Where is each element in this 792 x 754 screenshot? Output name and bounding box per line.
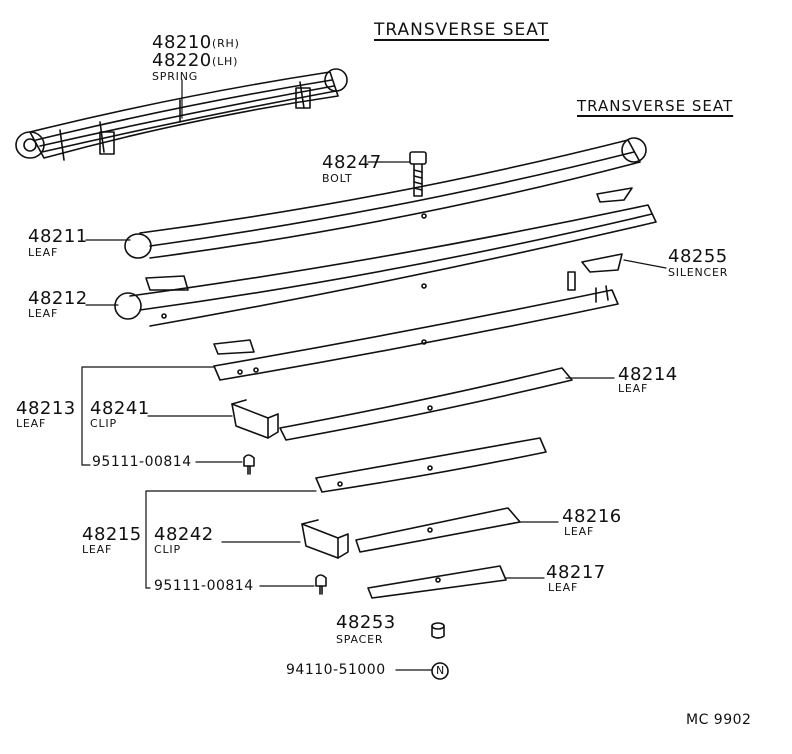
part-name-clip-48241: CLIP	[90, 417, 117, 430]
part-name-leaf-48217: LEAF	[548, 581, 579, 594]
spring-lh-number: 48220	[152, 50, 212, 71]
part-number-48242: 48242	[154, 524, 214, 545]
part-number-48217: 48217	[546, 562, 606, 583]
leaf-48217-icon	[367, 565, 507, 599]
bolt-icon	[409, 151, 427, 197]
leaf-48213-icon	[213, 271, 619, 381]
spring-lh-tag: (LH)	[212, 55, 239, 68]
leader-lines	[81, 79, 667, 671]
leaf-48215-icon	[315, 437, 547, 493]
diagram-code: MC 9902	[686, 712, 752, 728]
leaf-48216-icon	[355, 507, 521, 553]
spring-assembly-icon	[15, 68, 348, 161]
part-number-rivet-2: 95111-00814	[154, 578, 254, 594]
part-name-spacer: SPACER	[336, 633, 384, 646]
part-number-48255: 48255	[668, 246, 728, 267]
part-number-48211: 48211	[28, 226, 88, 247]
part-name-leaf-48213: LEAF	[16, 417, 47, 430]
spring-rh-number: 48210	[152, 32, 212, 53]
part-name-leaf-48215: LEAF	[82, 543, 113, 556]
part-name-bolt: BOLT	[322, 172, 353, 185]
part-number-48214: 48214	[618, 364, 678, 385]
part-name-silencer: SILENCER	[668, 266, 729, 279]
nut-symbol-circle	[431, 662, 449, 680]
clip-48241-icon	[231, 399, 279, 439]
transverse-seat-subheader: TRANSVERSE SEAT	[577, 97, 734, 115]
part-number-nut: 94110-51000	[286, 662, 386, 678]
part-number-48213: 48213	[16, 398, 76, 419]
part-number-48247: 48247	[322, 152, 382, 173]
rivet-icon	[243, 454, 327, 595]
silencer-pad-icon	[145, 187, 633, 355]
part-number-48253: 48253	[336, 612, 396, 633]
part-number-48216: 48216	[562, 506, 622, 527]
spacer-icon	[431, 622, 445, 639]
part-number-48212: 48212	[28, 288, 88, 309]
leaf-48211-icon	[124, 137, 647, 259]
clip-48242-icon	[301, 519, 349, 559]
leaf-48214-icon	[279, 367, 573, 441]
part-name-leaf-48212: LEAF	[28, 307, 59, 320]
part-number-rivet-1: 95111-00814	[92, 454, 192, 470]
nut-symbol-letter: N	[436, 664, 445, 677]
part-name-leaf-48211: LEAF	[28, 246, 59, 259]
part-number-48215: 48215	[82, 524, 142, 545]
spring-rh-tag: (RH)	[212, 37, 240, 50]
part-number-48241: 48241	[90, 398, 150, 419]
part-name-leaf-48216: LEAF	[564, 525, 595, 538]
part-name-leaf-48214: LEAF	[618, 382, 649, 395]
leaf-48212-icon	[114, 204, 657, 327]
spring-name: SPRING	[152, 70, 199, 83]
part-name-clip-48242: CLIP	[154, 543, 181, 556]
transverse-seat-header: TRANSVERSE SEAT	[374, 20, 549, 40]
